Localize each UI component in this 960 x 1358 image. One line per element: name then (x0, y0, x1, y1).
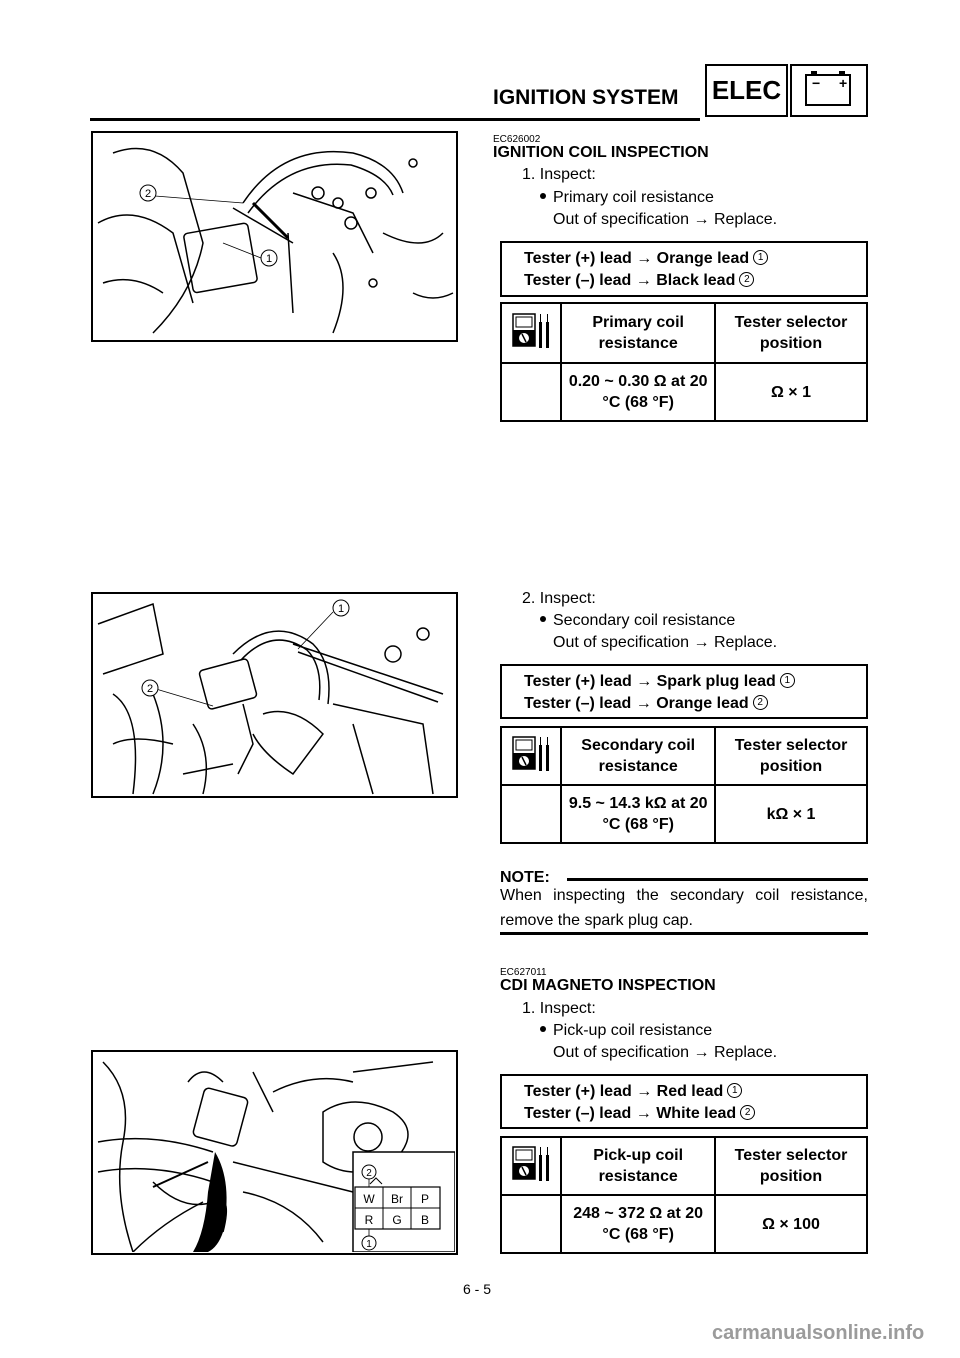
elec-badge: ELEC (705, 64, 788, 117)
battery-minus: − (812, 75, 820, 91)
callout-number: 2 (740, 1105, 756, 1121)
ignition-coil-photo: 2 1 (91, 131, 458, 342)
multimeter-icon (512, 313, 550, 348)
callout-number: 2 (739, 272, 755, 288)
pickup-coil-photo: W Br P R G B 2 1 (91, 1050, 458, 1255)
callout-2 (141, 679, 159, 697)
callout-2 (139, 184, 157, 202)
note-heading: NOTE: (500, 869, 550, 886)
selector-value: Ω × 1 (714, 362, 868, 422)
bullet-dot-icon (540, 615, 546, 622)
col-header-selector: Tester selector position (714, 726, 868, 786)
tester-icon-cell (499, 726, 563, 786)
callout-label: 2 (366, 1168, 372, 1179)
page-title: IGNITION SYSTEM (493, 86, 679, 109)
callout-2 (361, 1164, 377, 1180)
pin-label: W (363, 1192, 375, 1206)
section-title: IGNITION COIL INSPECTION (493, 144, 709, 161)
out-of-spec-text: Out of specification → Replace. (553, 634, 778, 651)
note-top-rule (567, 878, 868, 881)
section-title: CDI MAGNETO INSPECTION (500, 977, 716, 994)
callout-number: 1 (727, 1083, 743, 1099)
section-code: EC627011 (500, 967, 547, 978)
callout-1 (260, 249, 278, 267)
selector-value: Ω × 100 (714, 1194, 868, 1254)
tester-pos-text: Tester (+) lead → Red lead (524, 1083, 724, 1100)
empty-cell (499, 784, 563, 844)
connector-diagram: W Br P R G B 2 1 (352, 1151, 456, 1253)
step-label: 1. Inspect: (522, 1000, 596, 1017)
out-of-spec-text: Out of specification → Replace. (553, 211, 778, 228)
callout-number: 1 (779, 673, 795, 689)
tester-icon-cell (499, 302, 563, 364)
callout-1 (332, 599, 350, 617)
pin-label: G (392, 1213, 401, 1227)
pickup-coil-illustration: W Br P R G B 2 1 (97, 1061, 456, 1253)
battery-badge: − + (790, 64, 868, 117)
page-number: 6 - 5 (463, 1281, 492, 1297)
bullet-dot-icon (540, 1025, 546, 1032)
note-text: When inspecting the secondary coil resis… (500, 887, 868, 929)
callout-label: 1 (338, 603, 344, 615)
tester-icon-cell (499, 1136, 563, 1196)
callout-number: 1 (753, 250, 769, 266)
battery-plus: + (839, 75, 847, 91)
col-header-selector: Tester selector position (714, 302, 868, 364)
battery-icon: − + (805, 71, 851, 106)
watermark: carmanualsonline.info (712, 1322, 925, 1344)
callout-label: 1 (366, 1239, 372, 1250)
note-bottom-rule (500, 932, 868, 935)
selector-value: kΩ × 1 (714, 784, 868, 844)
multimeter-icon (512, 736, 550, 771)
bullet-item: Pick-up coil resistance (540, 1022, 712, 1040)
spec-table: Pick-up coil resistance Tester selector … (499, 1136, 868, 1254)
bullet-dot-icon (540, 192, 546, 199)
empty-cell (499, 1194, 563, 1254)
secondary-coil-illustration: 1 2 (97, 599, 444, 795)
multimeter-icon (512, 1146, 550, 1181)
pin-label: B (421, 1213, 429, 1227)
resistance-value: 248 ~ 372 Ω at 20 °C (68 °F) (560, 1194, 716, 1254)
bullet-item: Primary coil resistance (540, 189, 714, 207)
pin-label: Br (391, 1192, 403, 1206)
tester-neg-text: Tester (–) lead → Black lead (524, 272, 736, 289)
step-label: 1. Inspect: (522, 166, 596, 183)
tester-neg-text: Tester (–) lead → White lead (524, 1105, 737, 1122)
col-header-resistance: Primary coil resistance (560, 302, 716, 364)
tester-pos-text: Tester (+) lead → Orange lead (524, 250, 750, 267)
empty-cell (499, 362, 563, 422)
resistance-value: 0.20 ~ 0.30 Ω at 20 °C (68 °F) (560, 362, 716, 422)
pin-label: P (421, 1192, 429, 1206)
pin-label: R (365, 1213, 374, 1227)
section-code: EC626002 (493, 134, 541, 145)
spec-table: Secondary coil resistance Tester selecto… (499, 726, 868, 844)
callout-label: 1 (266, 253, 272, 265)
ignition-coil-illustration: 2 1 (97, 147, 454, 334)
callout-1 (361, 1235, 377, 1251)
tester-pos-text: Tester (+) lead → Spark plug lead (524, 673, 776, 690)
step-label: 2. Inspect: (522, 590, 596, 607)
spec-table: Primary coil resistance Tester selector … (499, 302, 868, 422)
callout-label: 2 (147, 683, 153, 695)
resistance-value: 9.5 ~ 14.3 kΩ at 20 °C (68 °F) (560, 784, 717, 844)
callout-label: 2 (145, 188, 151, 200)
callout-number: 2 (752, 695, 768, 711)
bullet-item: Secondary coil resistance (540, 612, 735, 630)
secondary-coil-photo: 1 2 (91, 592, 458, 798)
tester-neg-text: Tester (–) lead → Orange lead (524, 695, 749, 712)
out-of-spec-text: Out of specification → Replace. (553, 1044, 778, 1061)
col-header-selector: Tester selector position (714, 1136, 868, 1196)
col-header-resistance: Pick-up coil resistance (560, 1136, 716, 1196)
col-header-resistance: Secondary coil resistance (560, 726, 717, 786)
header-rule (90, 118, 700, 121)
